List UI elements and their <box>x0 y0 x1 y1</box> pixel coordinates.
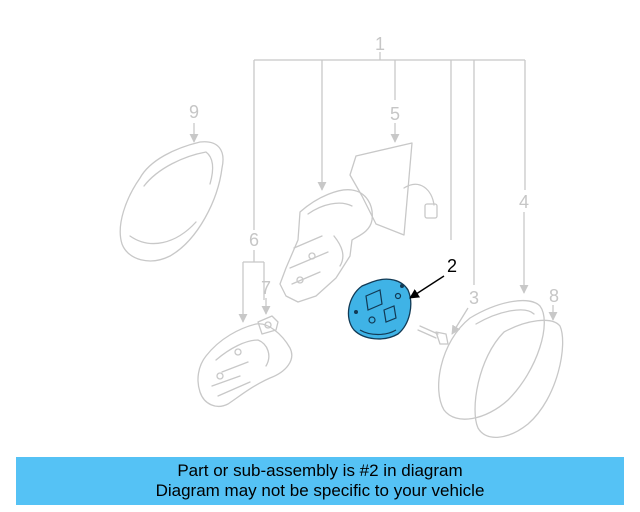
part-7-clip <box>257 315 279 335</box>
callout-2: 2 <box>447 256 457 276</box>
callout-3: 3 <box>469 288 479 308</box>
part-6-mirror-base <box>197 323 293 407</box>
callout-8: 8 <box>549 286 559 306</box>
mirror-base-body <box>279 189 373 303</box>
caption-line-2: Diagram may not be specific to your vehi… <box>155 481 485 500</box>
callout-leaders <box>189 123 558 335</box>
part-3-screw <box>417 325 449 345</box>
caption-banner: Part or sub-assembly is #2 in diagram Di… <box>16 457 624 505</box>
parts-diagram: 1 2 3 4 5 6 7 8 9 <box>119 34 564 438</box>
callout-5: 5 <box>390 104 400 124</box>
callout-9: 9 <box>189 102 199 122</box>
part-2-actuator <box>347 278 412 340</box>
callout-4: 4 <box>519 192 529 212</box>
part-5-mirror-assembly <box>349 142 438 236</box>
callout-2-leader <box>409 275 445 299</box>
callout-1-bracket <box>253 52 526 285</box>
callout-1: 1 <box>375 34 385 54</box>
callout-7: 7 <box>261 278 271 298</box>
part-8-mirror-glass <box>474 319 564 438</box>
callout-6: 6 <box>249 230 259 250</box>
part-4-mirror-glass <box>438 300 545 420</box>
caption-line-1: Part or sub-assembly is #2 in diagram <box>177 461 463 480</box>
part-9-mirror-cover <box>119 141 224 262</box>
